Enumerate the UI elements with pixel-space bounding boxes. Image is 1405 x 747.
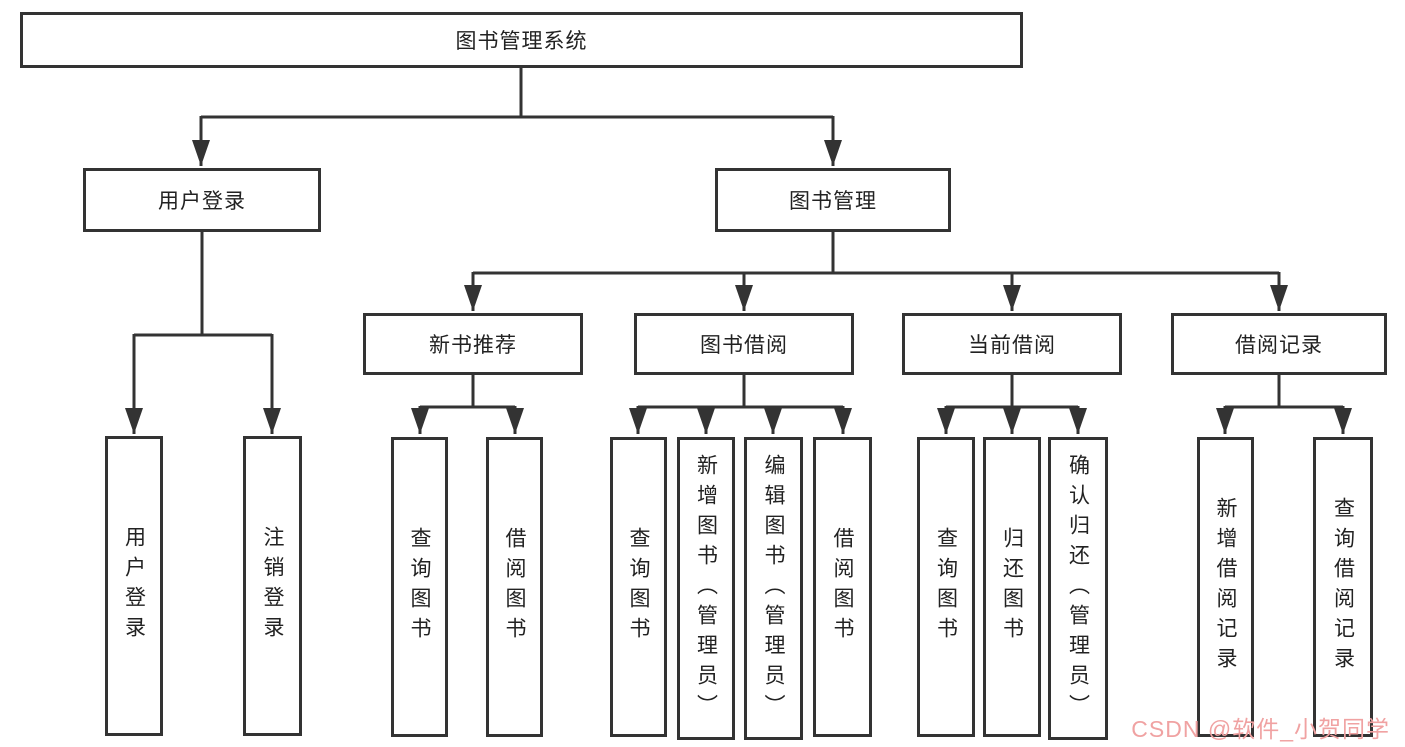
node-book-management: 图书管理: [715, 168, 951, 232]
csdn-watermark: CSDN @软件_小贺同学: [1131, 716, 1390, 742]
node-label: 借阅图书: [831, 527, 854, 647]
node-label: 新增借阅记录: [1214, 497, 1237, 677]
node-borrow-records: 借阅记录: [1171, 313, 1387, 375]
node-label: 借阅图书: [503, 527, 526, 647]
leaf-current-query-books: 查询图书: [917, 437, 975, 737]
leaf-borrow-query-books: 查询图书: [610, 437, 667, 737]
leaf-edit-books-admin: 编辑图书（管理员）: [744, 437, 803, 740]
leaf-query-borrow-record: 查询借阅记录: [1313, 437, 1373, 737]
node-label: 用户登录: [122, 526, 146, 646]
leaf-logout: 注销登录: [243, 436, 302, 736]
node-new-book-recommend: 新书推荐: [363, 313, 583, 375]
leaf-borrow-books: 借阅图书: [813, 437, 872, 737]
leaf-add-books-admin: 新增图书（管理员）: [677, 437, 735, 740]
node-label: 当前借阅: [968, 334, 1056, 357]
node-library-management-system: 图书管理系统: [20, 12, 1023, 68]
node-label: 查询图书: [408, 527, 431, 647]
leaf-user-login: 用户登录: [105, 436, 163, 736]
leaf-confirm-return-admin: 确认归还（管理员）: [1048, 437, 1108, 740]
leaf-recommend-borrow-books: 借阅图书: [486, 437, 543, 737]
node-label: 新增图书（管理员）: [694, 453, 718, 724]
node-label: 确认归还（管理员）: [1066, 453, 1090, 724]
leaf-add-borrow-record: 新增借阅记录: [1197, 437, 1254, 737]
node-user-login: 用户登录: [83, 168, 321, 232]
leaf-return-books: 归还图书: [983, 437, 1041, 737]
node-label: 图书借阅: [700, 334, 788, 357]
node-label: 查询图书: [627, 527, 650, 647]
node-label: 归还图书: [1000, 527, 1024, 647]
node-label: 图书管理系统: [455, 30, 588, 53]
node-label: 借阅记录: [1235, 334, 1323, 357]
node-book-borrow: 图书借阅: [634, 313, 854, 375]
leaf-recommend-query-books: 查询图书: [391, 437, 448, 737]
node-label: 图书管理: [789, 190, 877, 213]
node-label: 编辑图书（管理员）: [762, 453, 785, 724]
node-label: 查询借阅记录: [1331, 497, 1355, 677]
node-label: 查询图书: [934, 527, 958, 647]
node-current-borrow: 当前借阅: [902, 313, 1122, 375]
node-label: 用户登录: [158, 190, 246, 213]
node-label: 新书推荐: [429, 334, 517, 357]
node-label: 注销登录: [261, 526, 284, 646]
